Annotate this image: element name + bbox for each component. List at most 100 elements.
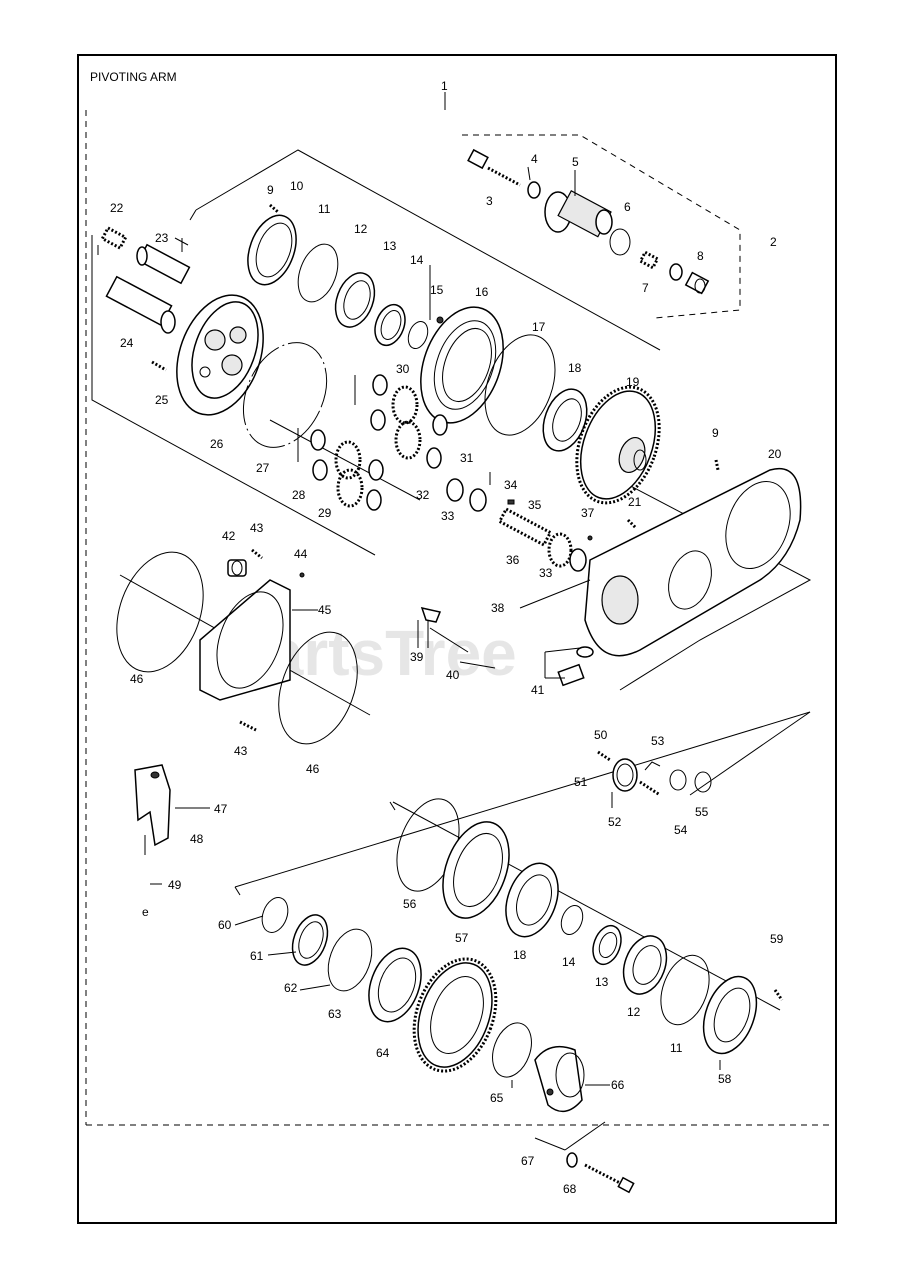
- callout-35: 35: [528, 498, 542, 512]
- callout-60: 60: [218, 918, 232, 932]
- callout-63: 63: [328, 1007, 342, 1021]
- bearing-32: [446, 478, 464, 502]
- ring-14-lower: [560, 904, 584, 936]
- callout-43-upper: 43: [250, 521, 264, 535]
- callout-56: 56: [403, 897, 417, 911]
- fitting-22: [100, 225, 128, 251]
- callout-34: 34: [504, 478, 518, 492]
- ring-61: [291, 914, 329, 966]
- callout-55: 55: [695, 805, 709, 819]
- callout-31: 31: [460, 451, 474, 465]
- plate-58: [702, 975, 758, 1055]
- bearing-33-upper: [469, 488, 487, 512]
- callout-51: 51: [574, 775, 588, 789]
- shaft-24: [105, 275, 176, 334]
- screw-9-lower: [714, 459, 720, 471]
- callout-10: 10: [290, 179, 304, 193]
- screw-43-upper: [251, 548, 263, 560]
- screw-21: [626, 518, 638, 530]
- callout-11-lower: 11: [670, 1041, 683, 1055]
- ring-gear-lower: [412, 957, 498, 1073]
- gasket-46-right: [278, 631, 358, 745]
- arm-housing-20: [584, 467, 802, 657]
- gasket-27: [242, 342, 328, 448]
- callout-43-lower: 43: [234, 744, 248, 758]
- oring-55: [694, 771, 712, 793]
- callout-45: 45: [318, 603, 332, 617]
- oring-63: [327, 928, 373, 992]
- callout-5: 5: [572, 155, 579, 169]
- callout-21: 21: [628, 495, 642, 509]
- washer-8a: [669, 263, 683, 281]
- callout-16: 16: [475, 285, 489, 299]
- callout-18-upper: 18: [568, 361, 582, 375]
- oring-17: [484, 334, 556, 436]
- callout-49: 49: [168, 878, 182, 892]
- callout-54: 54: [674, 823, 688, 837]
- callout-38: 38: [491, 601, 505, 615]
- callout-13-upper: 13: [383, 239, 397, 253]
- callout-33-upper: 33: [441, 509, 455, 523]
- callout-47: 47: [214, 802, 228, 816]
- callout-41: 41: [531, 683, 545, 697]
- callout-15: 15: [430, 283, 444, 297]
- callout-29: 29: [318, 506, 332, 520]
- callout-9-lower: 9: [712, 426, 719, 440]
- pin-15: [436, 316, 444, 324]
- screw-9-upper: [269, 203, 279, 214]
- bearing-12-lower: [622, 935, 668, 995]
- nut-8: [684, 271, 710, 295]
- callout-12-upper: 12: [354, 222, 368, 236]
- bearing-18-lower: [505, 862, 559, 938]
- bearing-12-upper: [334, 272, 376, 328]
- hub-66: [534, 1045, 585, 1113]
- planet-gear-30: [391, 385, 422, 460]
- callout-59: 59: [770, 932, 784, 946]
- callout-57: 57: [455, 931, 469, 945]
- oring-60: [261, 897, 289, 933]
- gear-19: [575, 385, 661, 505]
- valve-assembly-51: [597, 750, 661, 797]
- callout-52: 52: [608, 815, 622, 829]
- lever-39: [420, 606, 469, 653]
- key-34: [507, 499, 515, 505]
- callout-labels: 1 2 3 4 5 6 7 8 9 10 11 12 13 14 15 16 1…: [110, 79, 784, 1196]
- ring-54: [669, 769, 687, 791]
- callout-27: 27: [256, 461, 270, 475]
- diagram-title: PIVOTING ARM: [90, 70, 177, 84]
- screw-25: [151, 360, 167, 372]
- washer-4: [527, 181, 541, 199]
- screw-59: [773, 989, 784, 1001]
- callout-17: 17: [532, 320, 546, 334]
- callout-2: 2: [770, 235, 777, 249]
- diagram-frame: [77, 54, 837, 1224]
- bearing-64: [368, 947, 422, 1023]
- callout-36: 36: [506, 553, 520, 567]
- knob-41: [557, 646, 594, 687]
- callout-50: 50: [594, 728, 608, 742]
- callout-24: 24: [120, 336, 134, 350]
- callout-18-lower: 18: [513, 948, 527, 962]
- gasket-46-left: [116, 551, 204, 673]
- shaft-35: [497, 507, 553, 547]
- planet-gear-29: [334, 440, 364, 508]
- oring-6: [609, 228, 631, 256]
- callout-39: 39: [410, 650, 424, 664]
- washer-67: [566, 1152, 578, 1168]
- callout-14-upper: 14: [410, 253, 424, 267]
- callout-48: 48: [190, 832, 204, 846]
- callout-26: 26: [210, 437, 224, 451]
- flange-hub-5: [544, 190, 613, 238]
- callout-37: 37: [581, 506, 595, 520]
- callout-3: 3: [486, 194, 493, 208]
- callout-66: 66: [611, 1078, 625, 1092]
- pin-37: [587, 535, 593, 541]
- ring-57: [442, 821, 510, 919]
- gear-36: [547, 532, 573, 568]
- callout-23: 23: [155, 231, 169, 245]
- callout-62: 62: [284, 981, 298, 995]
- callout-6: 6: [624, 200, 631, 214]
- leader-66-67: [534, 1121, 606, 1151]
- shaft-23: [136, 243, 191, 285]
